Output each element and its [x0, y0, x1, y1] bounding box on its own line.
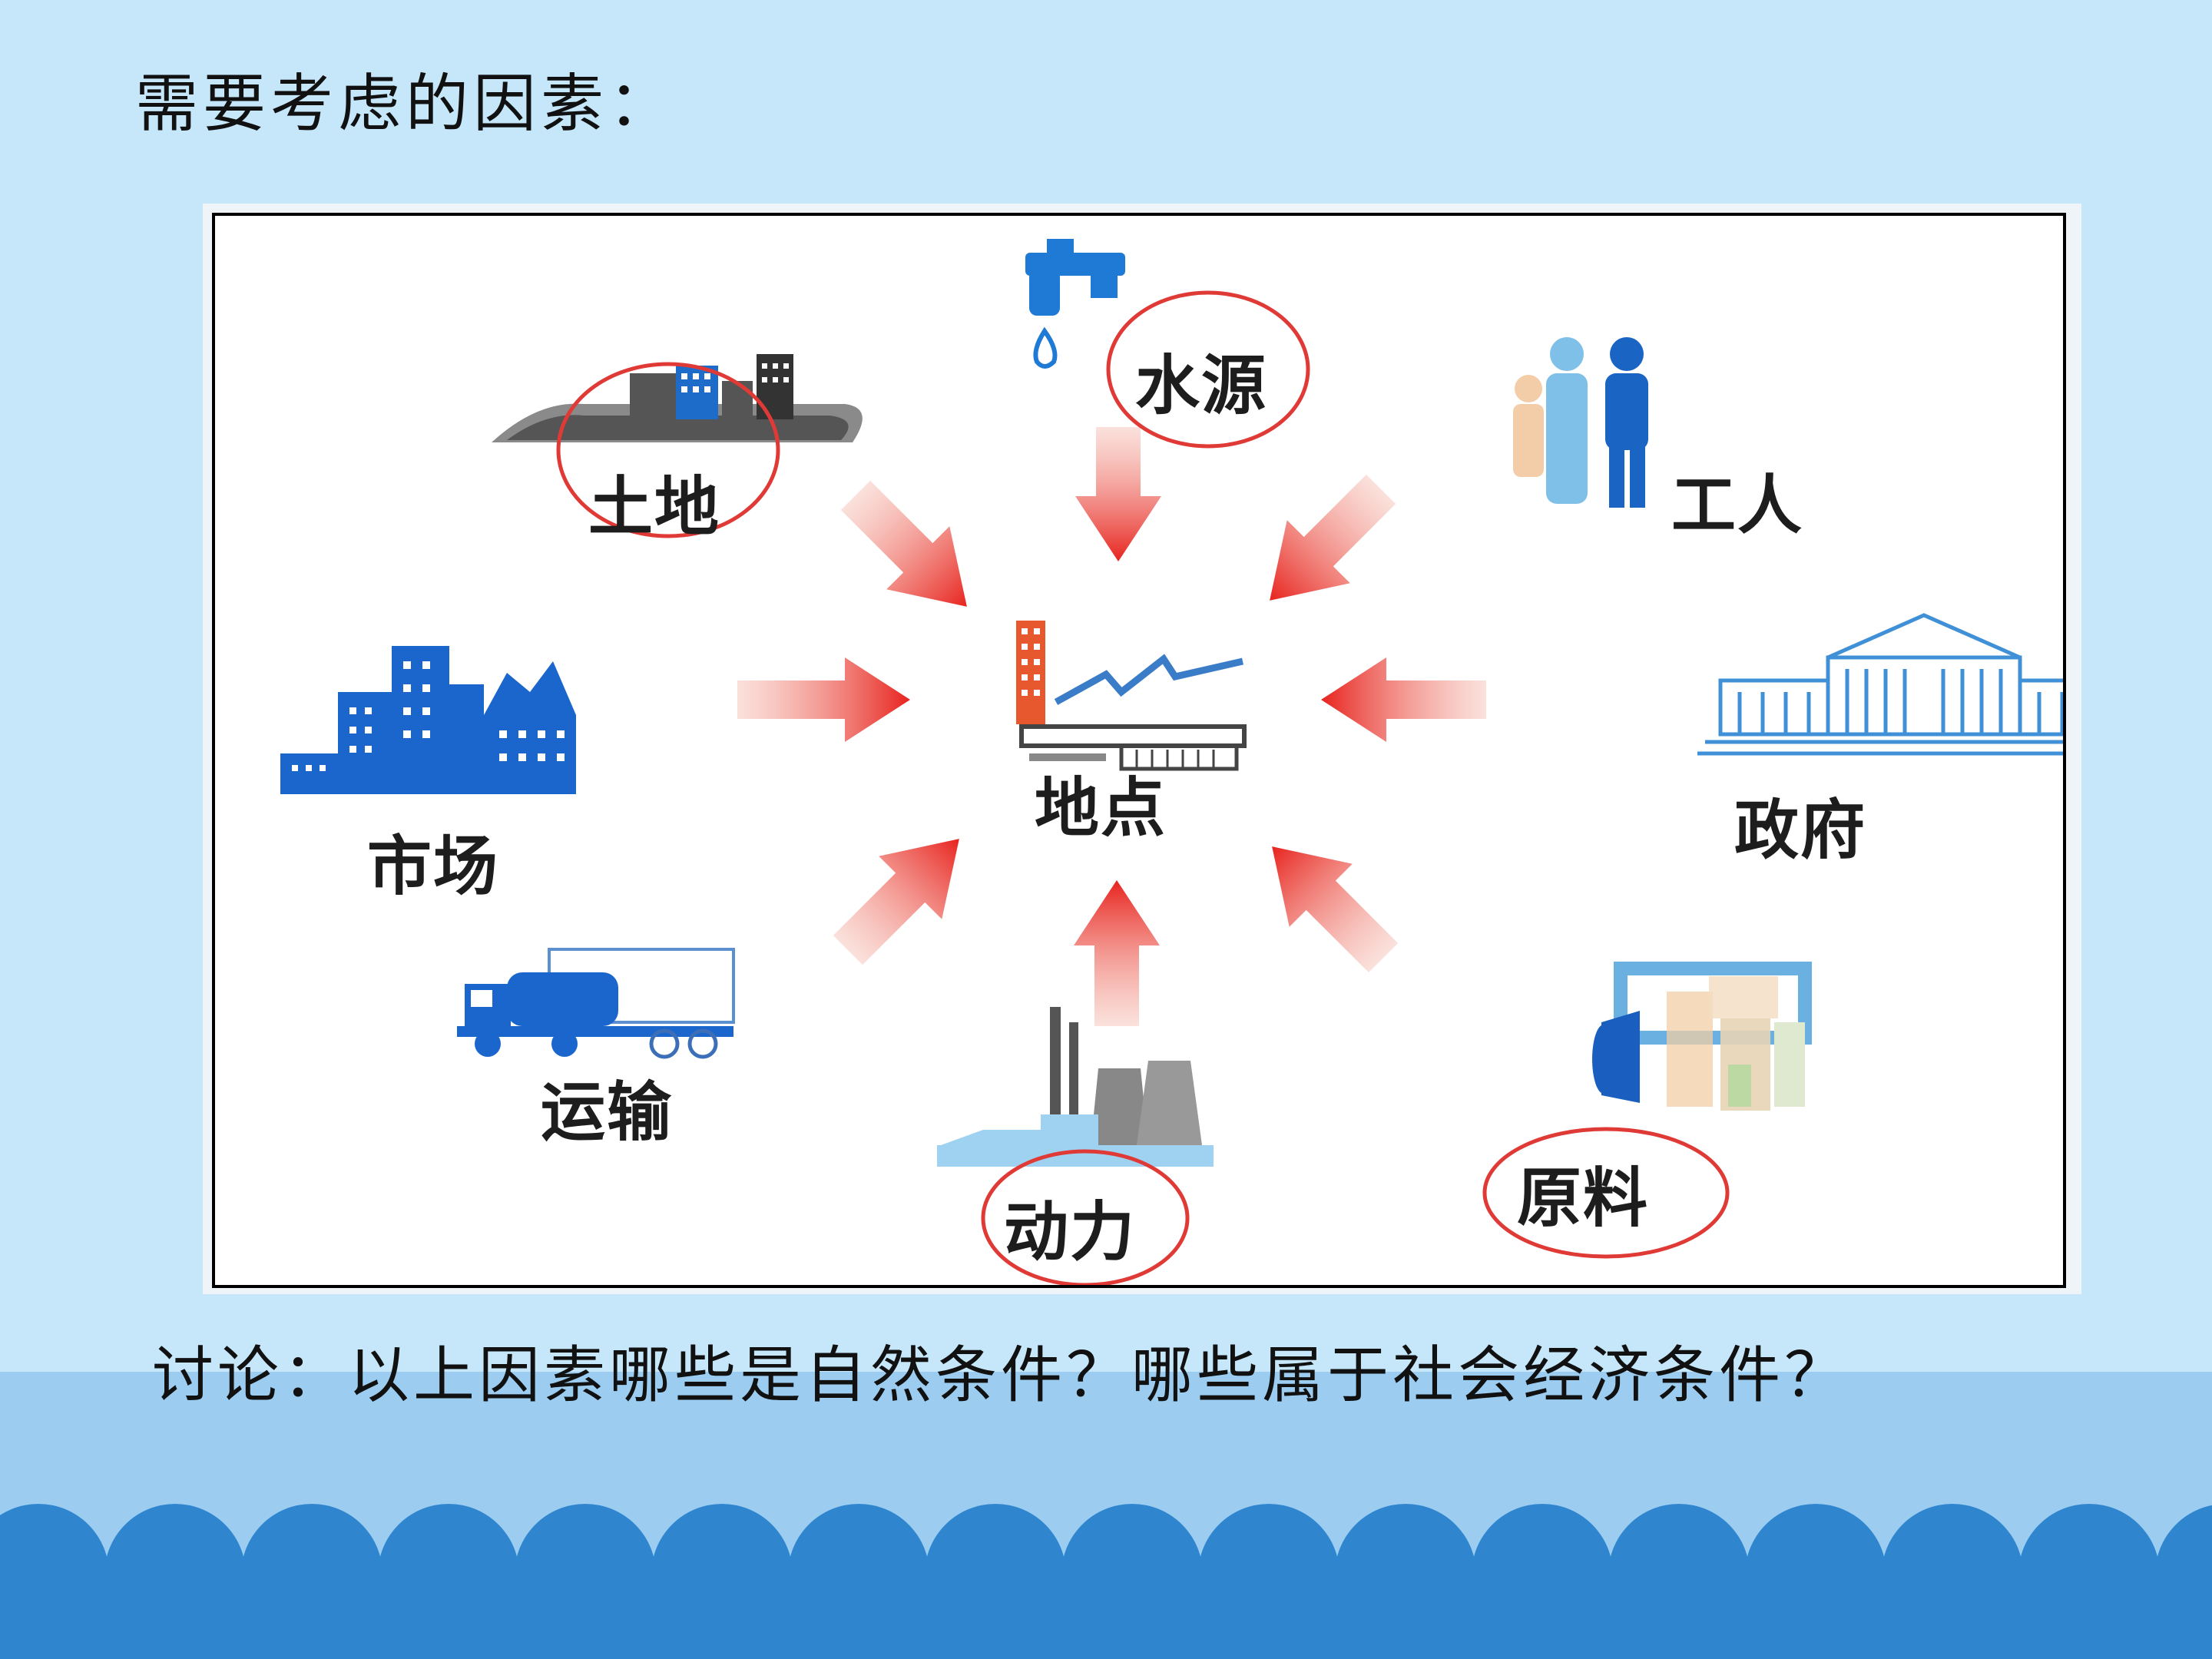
label-power: 动力	[1004, 1194, 1137, 1270]
wave-scallop	[172, 1584, 313, 1659]
page-heading: 需要考虑的因素：	[135, 68, 677, 141]
wave-scallop	[309, 1584, 450, 1659]
arrow-from-materials	[1272, 846, 1399, 973]
transport-truck-icon	[457, 948, 735, 1059]
highlight-circle-power	[981, 1149, 1190, 1285]
label-market: 市场	[367, 829, 500, 904]
wave-scallop	[1676, 1584, 1817, 1659]
wave-scallop	[1129, 1584, 1270, 1659]
wave-scallop	[2086, 1584, 2212, 1659]
arrow-from-workers	[1270, 474, 1396, 601]
wave-scallop	[1402, 1584, 1544, 1659]
government-building-icon	[1697, 613, 2063, 756]
factory-icon	[1016, 621, 1247, 771]
highlight-circle-materials	[1482, 1127, 1730, 1259]
wave-scallop	[856, 1584, 997, 1659]
wave-scallop	[582, 1584, 724, 1659]
label-workers: 工人	[1671, 468, 1804, 543]
wave-scallop	[1813, 1584, 1954, 1659]
wave-scallop	[35, 1584, 177, 1659]
highlight-circle-land	[556, 362, 780, 538]
label-transport: 运输	[541, 1075, 674, 1150]
arrow-from-power	[1074, 880, 1160, 1026]
land-city-icon	[492, 354, 863, 442]
power-plant-icon	[937, 1007, 1214, 1167]
highlight-circle-water	[1106, 290, 1310, 449]
label-government: 政府	[1734, 793, 1867, 868]
water-tap-icon	[1025, 239, 1125, 369]
arrow-from-government	[1321, 657, 1486, 742]
wave-scallop	[1539, 1584, 1681, 1659]
market-city-icon	[280, 646, 576, 794]
wave-scallop	[1266, 1584, 1407, 1659]
arrow-from-land	[840, 480, 967, 607]
wave-decoration	[0, 1504, 2212, 1659]
label-water: 水源	[1135, 348, 1268, 423]
wave-scallop	[719, 1584, 860, 1659]
diagram-frame: 土地 水源 工人 地点 政府 市场 运输 动力 原料	[212, 213, 2066, 1288]
diagram-panel: 土地 水源 工人 地点 政府 市场 运输 动力 原料	[203, 204, 2081, 1294]
wave-scallop	[1949, 1584, 2091, 1659]
label-land: 土地	[588, 469, 721, 545]
wave-scallop	[992, 1584, 1134, 1659]
arrow-from-market	[737, 657, 910, 742]
label-center: 地点	[1035, 770, 1167, 846]
arrow-from-transport	[833, 839, 959, 965]
wave-scallop	[445, 1584, 587, 1659]
discussion-question: 讨论：以上因素哪些是自然条件？哪些属于社会经济条件？	[152, 1339, 1849, 1411]
arrow-from-water	[1075, 427, 1161, 561]
label-materials: 原料	[1517, 1161, 1650, 1236]
raw-materials-icon	[1592, 962, 1812, 1111]
workers-icon	[1513, 337, 1648, 508]
diagram-graphics	[280, 239, 2063, 1285]
wave-scallop	[0, 1591, 40, 1659]
